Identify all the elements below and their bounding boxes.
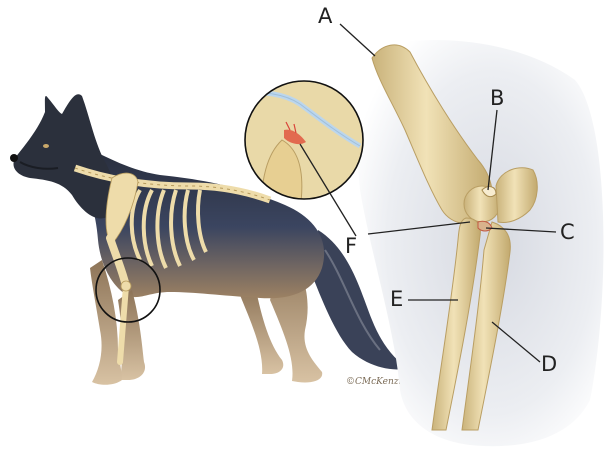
dog-head xyxy=(13,94,114,218)
artist-signature: ©CMcKenzie xyxy=(346,377,407,387)
label-e: E xyxy=(390,289,403,310)
label-c: C xyxy=(560,222,575,243)
label-b: B xyxy=(490,88,504,109)
label-f: F xyxy=(345,236,357,257)
leader-line-a xyxy=(340,24,375,56)
label-d: D xyxy=(541,354,557,375)
label-a: A xyxy=(318,6,332,27)
